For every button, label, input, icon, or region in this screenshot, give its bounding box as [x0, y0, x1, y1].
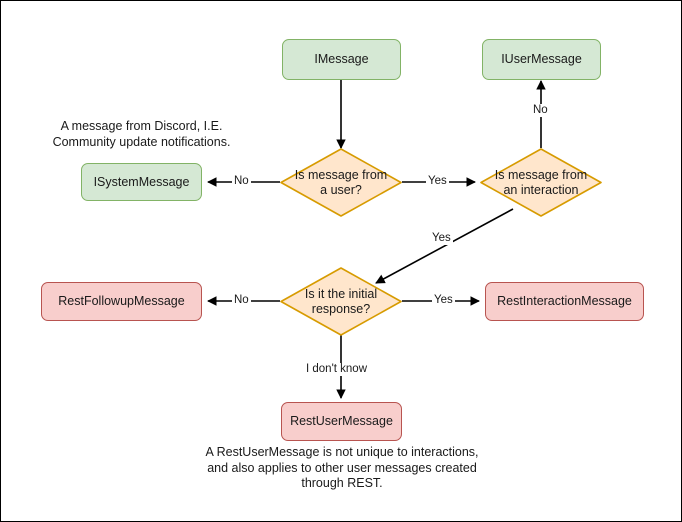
- edge-label-initial-response-unknown: I don't know: [304, 363, 370, 376]
- edge-label-from-interaction-yes: Yes: [430, 232, 453, 245]
- edge-label-from-user-no: No: [232, 175, 251, 188]
- node-restinteractionmessage-label: RestInteractionMessage: [497, 294, 632, 308]
- node-restfollowupmessage[interactable]: RestFollowupMessage: [41, 282, 202, 321]
- decision-is-initial-response[interactable]: Is it the initial response?: [280, 267, 402, 336]
- node-restinteractionmessage[interactable]: RestInteractionMessage: [485, 282, 644, 321]
- node-iusermessage-label: IUserMessage: [501, 52, 582, 66]
- edge-label-from-user-yes: Yes: [426, 175, 449, 188]
- node-isystemmessage[interactable]: ISystemMessage: [81, 163, 202, 201]
- node-imessage-label: IMessage: [314, 52, 369, 66]
- node-restfollowupmessage-label: RestFollowupMessage: [58, 294, 185, 308]
- node-restusermessage[interactable]: RestUserMessage: [281, 402, 402, 441]
- note-rest-user-message: A RestUserMessage is not unique to inter…: [205, 445, 479, 490]
- node-imessage[interactable]: IMessage: [282, 39, 401, 80]
- decision-is-message-from-interaction[interactable]: Is message from an interaction: [480, 148, 602, 217]
- node-restusermessage-label: RestUserMessage: [290, 414, 393, 428]
- note-system-message: A message from Discord, I.E. Community u…: [52, 119, 231, 149]
- node-isystemmessage-label: ISystemMessage: [93, 174, 190, 189]
- decision-is-message-from-user[interactable]: Is message from a user?: [280, 148, 402, 217]
- edge-label-from-interaction-no: No: [531, 104, 550, 117]
- node-iusermessage[interactable]: IUserMessage: [482, 39, 601, 80]
- edge-label-initial-response-no: No: [232, 294, 251, 307]
- edge-label-initial-response-yes: Yes: [432, 294, 455, 307]
